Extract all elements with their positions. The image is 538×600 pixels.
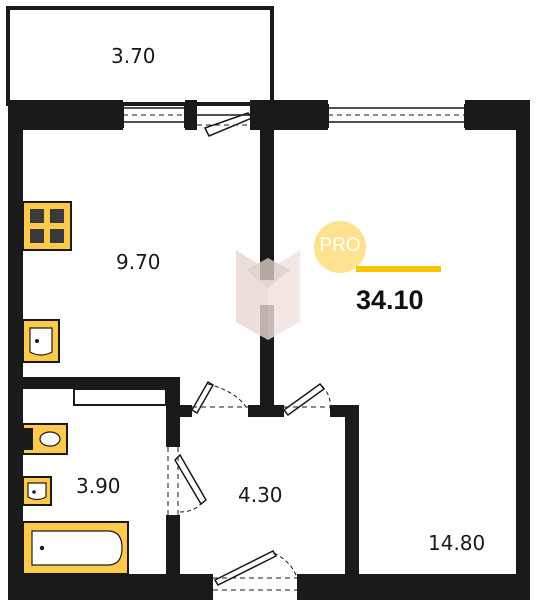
- balcony-door: [197, 104, 254, 137]
- pro-badge-text: PRO: [319, 235, 361, 256]
- balcony-outline: [6, 6, 274, 106]
- kitchen-door: [190, 380, 249, 415]
- balcony-area-label: 3.70: [111, 44, 156, 68]
- total-area-label: 34.10: [356, 285, 424, 315]
- toilet-icon: [22, 423, 68, 455]
- watermark-logo: [236, 250, 300, 340]
- stove-icon: [22, 201, 72, 251]
- kitchen-area-label: 9.70: [116, 250, 161, 274]
- pro-badge: PRO: [314, 221, 366, 273]
- entrance-door: [213, 550, 298, 591]
- kitchen-window: [122, 104, 186, 128]
- kitchen-sink-icon: [22, 319, 60, 363]
- washbasin-icon: [22, 476, 52, 506]
- bathtub-icon: [22, 521, 129, 575]
- walls: [8, 100, 530, 600]
- bathroom-door: [167, 447, 207, 515]
- living-window: [327, 104, 466, 128]
- living-area-label: 14.80: [428, 531, 486, 555]
- living-door: [282, 382, 331, 417]
- bathroom-area-label: 3.90: [76, 474, 121, 498]
- bathroom-shelf: [73, 388, 167, 406]
- hall-area-label: 4.30: [238, 483, 283, 507]
- pro-badge-bar: [356, 266, 441, 272]
